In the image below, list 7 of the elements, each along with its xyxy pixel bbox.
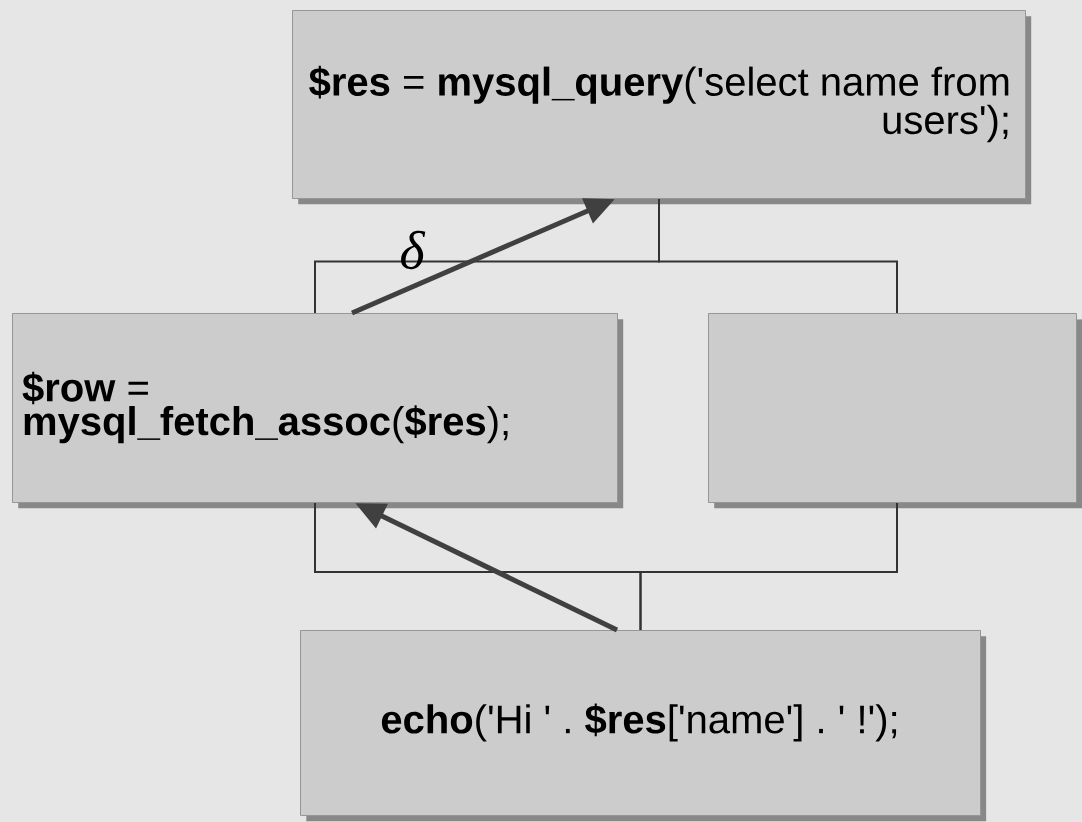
code-box: $row = mysql_fetch_assoc($res); [12,313,624,509]
code-box: echo('Hi ' . $res['name'] . ' !'); [300,630,987,822]
connector-line [639,502,898,631]
connector-line [658,198,898,314]
empty-box [708,313,1082,509]
edge-label: δ [401,230,426,270]
code-box: $res = mysql_query('select name from users'); [292,10,1032,205]
